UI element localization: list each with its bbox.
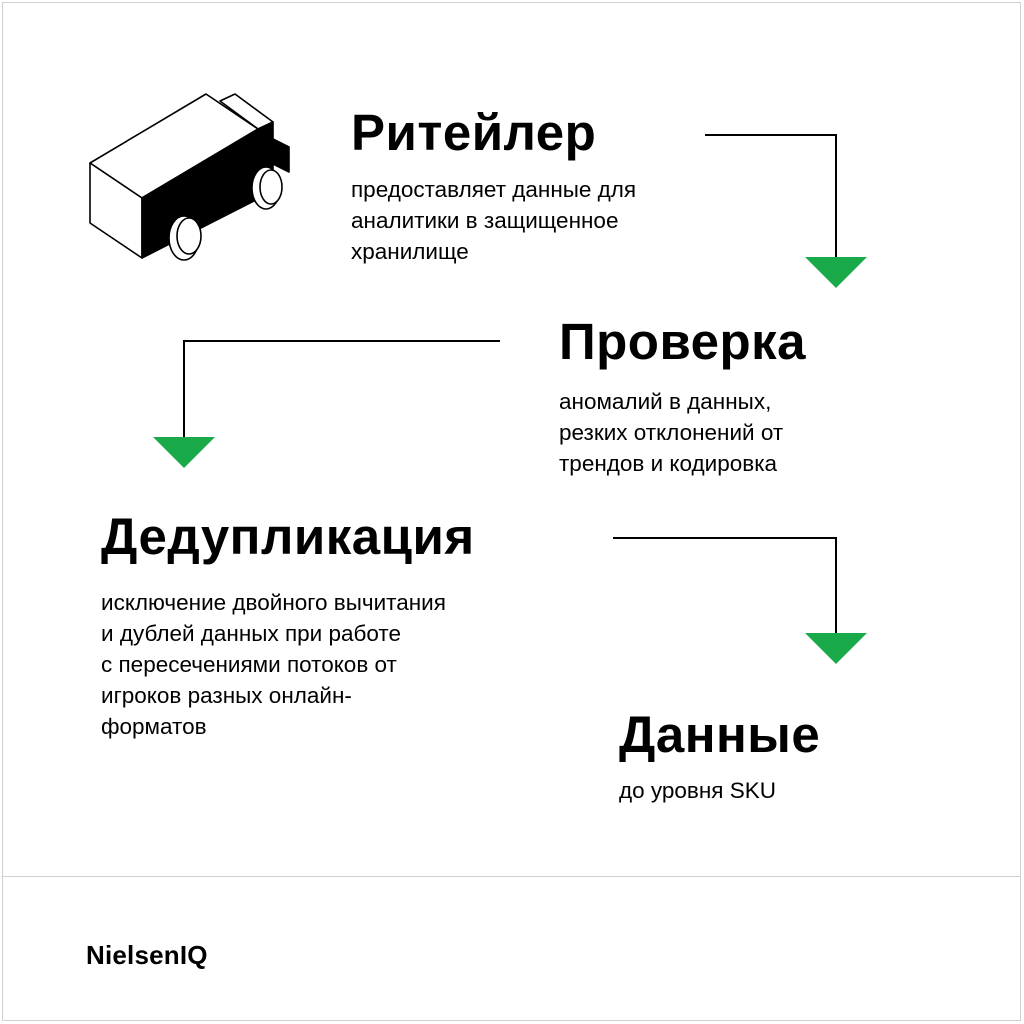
truck-icon — [89, 93, 290, 261]
desc-line: и дублей данных при работе — [101, 621, 401, 646]
desc-line: исключение двойного вычитания — [101, 590, 446, 615]
arrow-down-triangle-icon — [153, 437, 215, 468]
desc-line: аномалий в данных, — [559, 389, 772, 414]
arrow-down-triangle-icon — [805, 257, 867, 288]
desc-line: трендов и кодировка — [559, 451, 778, 476]
step-desc-retailer: предоставляет данные для аналитики в защ… — [351, 174, 636, 267]
desc-line: игроков разных онлайн- — [101, 683, 352, 708]
step-title-data: Данные — [619, 706, 821, 763]
step-desc-dedup: исключение двойного вычитания и дублей д… — [101, 587, 446, 742]
connector-1 — [705, 134, 837, 262]
connector-3 — [613, 537, 837, 638]
connector-2 — [183, 340, 500, 441]
desc-line: с пересечениями потоков от — [101, 652, 397, 677]
desc-line: предоставляет данные для — [351, 177, 637, 202]
desc-line: форматов — [101, 714, 207, 739]
step-title-retailer: Ритейлер — [351, 104, 597, 161]
step-title-dedup: Дедупликация — [101, 508, 475, 565]
desc-line: аналитики в защищенное — [351, 208, 619, 233]
desc-line: хранилище — [351, 239, 469, 264]
step-desc-data: до уровня SKU — [619, 775, 776, 806]
step-title-check: Проверка — [559, 313, 807, 370]
desc-line: резких отклонений от — [559, 420, 784, 445]
desc-line: до уровня SKU — [619, 778, 776, 803]
brand-logo: NielsenIQ — [86, 940, 208, 970]
footer-divider — [2, 876, 1021, 877]
arrow-down-triangle-icon — [805, 633, 867, 664]
step-desc-check: аномалий в данных, резких отклонений от … — [559, 386, 783, 479]
